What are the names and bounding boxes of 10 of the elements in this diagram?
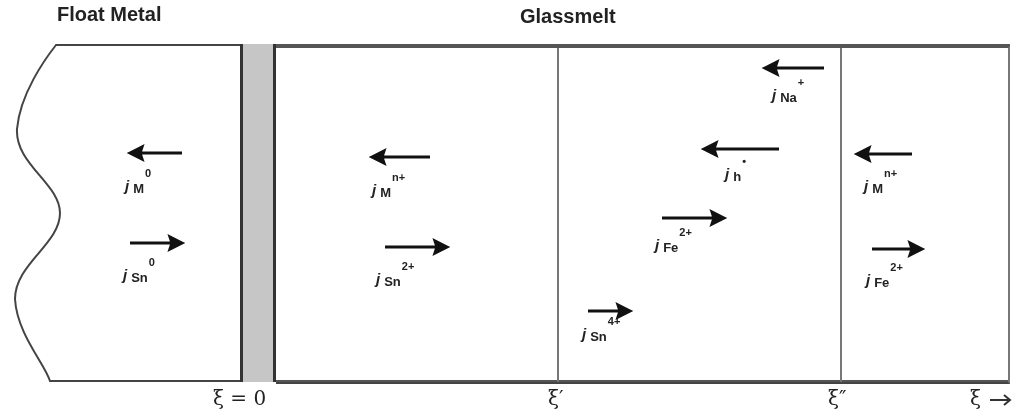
- glass-zone: [276, 46, 559, 384]
- glass-zone: [557, 46, 842, 384]
- glass-zone: [840, 46, 1010, 384]
- interface-position-label: ξ = 0: [213, 386, 267, 410]
- position-label: ξ″: [828, 386, 847, 410]
- region-heading: Glassmelt: [520, 5, 616, 28]
- axis-label: ξ: [970, 386, 981, 410]
- interface-layer: [240, 44, 276, 382]
- region-heading: Float Metal: [57, 3, 162, 26]
- position-label: ξ′: [548, 386, 564, 410]
